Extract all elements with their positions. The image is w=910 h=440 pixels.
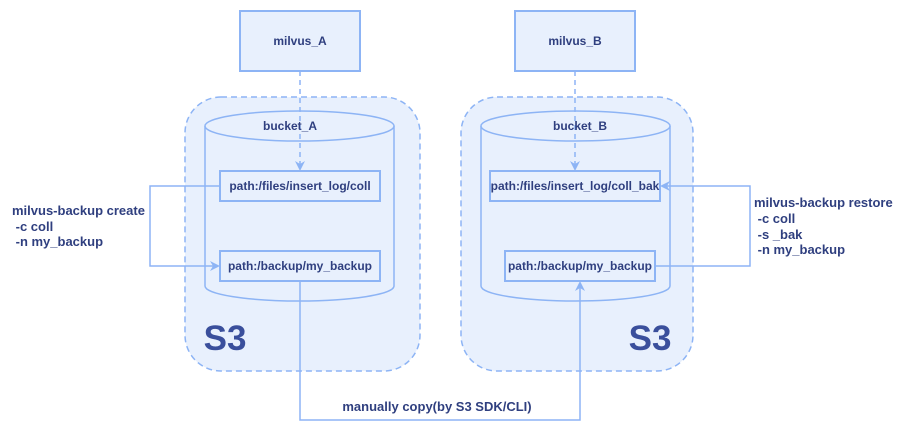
restore-command-line1: milvus-backup restore: [754, 195, 893, 210]
path-b-insert-box: [489, 170, 661, 202]
restore-command-line4: -n my_backup: [754, 242, 845, 257]
path-a-insert-box: [219, 170, 381, 202]
milvus-a-label: milvus_A: [273, 34, 327, 48]
restore-command-line3: -s _bak: [754, 227, 803, 242]
create-command: milvus-backup create -c coll -n my_backu…: [12, 203, 145, 249]
restore-command: milvus-backup restore -c coll -s _bak -n…: [754, 195, 893, 257]
s3-right-label: S3: [629, 319, 672, 358]
path-b-insert-label: path:/files/insert_log/coll_bak: [491, 179, 660, 193]
copy-connector: [299, 281, 585, 421]
create-connector: [149, 185, 220, 271]
path-a-backup-label: path:/backup/my_backup: [228, 259, 372, 273]
copy-label: manually copy(by S3 SDK/CLI): [342, 399, 531, 414]
bucket-b-label: bucket_B: [553, 119, 607, 133]
create-command-line1: milvus-backup create: [12, 203, 145, 218]
path-a-insert-label: path:/files/insert_log/coll: [229, 179, 370, 193]
create-command-line3: -n my_backup: [12, 234, 103, 249]
create-command-line2: -c coll: [12, 219, 53, 234]
restore-command-line2: -c coll: [754, 211, 795, 226]
milvus-b-label: milvus_B: [548, 34, 602, 48]
bucket-a-label: bucket_A: [263, 119, 317, 133]
restore-connector: [655, 181, 751, 267]
s3-left-label: S3: [204, 319, 247, 358]
milvus-a-box: [239, 10, 361, 72]
path-b-backup-box: [504, 250, 656, 282]
path-b-backup-label: path:/backup/my_backup: [508, 259, 652, 273]
